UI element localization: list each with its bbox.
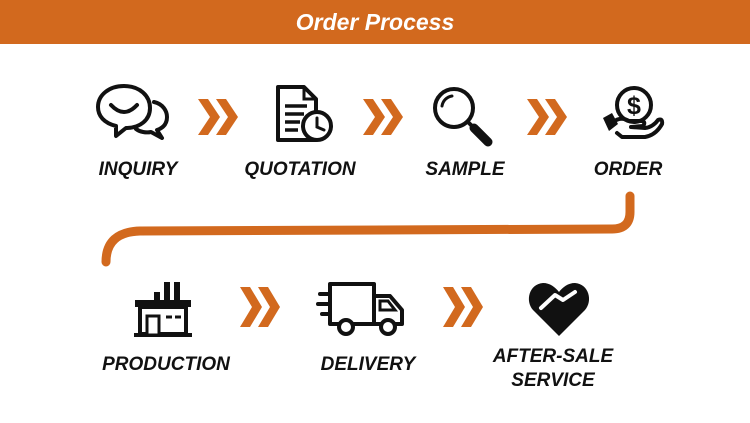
step-label-sample: SAMPLE <box>425 159 505 180</box>
step-label-after-sale: AFTER-SALE <box>492 346 614 367</box>
step-label-delivery: DELIVERY <box>320 354 416 375</box>
factory-icon <box>134 280 194 338</box>
step-label-order: ORDER <box>593 159 663 180</box>
magnifier-icon <box>430 84 494 148</box>
page-title: Order Process <box>295 9 455 35</box>
truck-icon <box>316 280 408 338</box>
chevron-right-icon <box>525 96 571 138</box>
chevron-right-icon <box>361 96 407 138</box>
step-label-inquiry: INQUIRY <box>98 159 178 180</box>
step-label-production: PRODUCTION <box>102 354 230 375</box>
chevron-right-icon <box>441 284 487 330</box>
step-label-quotation: QUOTATION <box>244 159 356 180</box>
chevron-right-icon <box>196 96 242 138</box>
document-clock-icon <box>274 84 336 144</box>
svg-text:$: $ <box>627 92 641 120</box>
step-label-service: SERVICE <box>511 370 595 391</box>
hand-coin-icon: $ <box>600 84 665 144</box>
heart-icon <box>527 280 591 338</box>
chat-bubbles-icon <box>94 82 170 142</box>
chevron-right-icon <box>238 284 284 330</box>
header-banner <box>0 0 750 44</box>
